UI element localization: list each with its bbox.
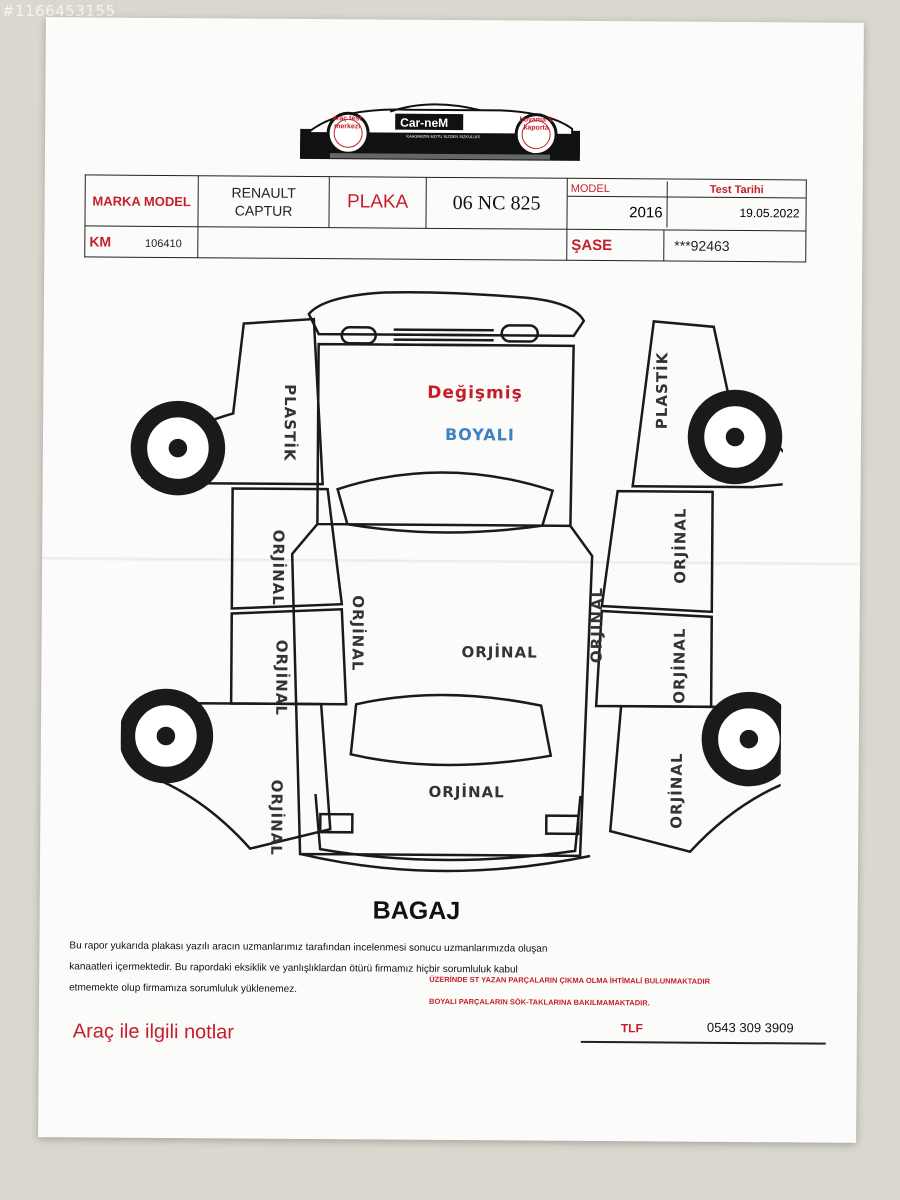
sase-cell: ŞASE ***92463 <box>566 229 806 262</box>
model-value-line2: CAPTUR <box>234 202 293 219</box>
front-right-fender-status: PLASTİK <box>652 351 672 430</box>
model-value-line1: RENAULT <box>231 184 296 201</box>
trunk-status: ORJİNAL <box>428 782 505 802</box>
km-label: KM <box>89 233 112 250</box>
rear-right-fender-status: ORJİNAL <box>667 752 686 829</box>
km-value: 106410 <box>144 237 182 251</box>
hood-status-painted: BOYALI <box>444 424 515 445</box>
disclaimer-text: Bu rapor yukarıda plakası yazılı aracın … <box>69 935 629 1002</box>
logo-brand-name: Car-neM <box>400 115 449 130</box>
model-label: MODEL <box>567 180 668 197</box>
sase-label: ŞASE <box>567 229 664 261</box>
phone-number: 0543 309 3909 <box>706 1019 794 1036</box>
sase-value: ***92463 <box>674 237 730 254</box>
km-blank-cell <box>197 226 567 261</box>
model-value-cell: RENAULT CAPTUR <box>197 175 330 228</box>
car-outline-icon <box>118 290 805 873</box>
model-date-grid: MODEL Test Tarihi 2016 19.05.2022 <box>567 180 806 229</box>
photo-id-watermark: #1166453155 <box>2 2 116 20</box>
sase-grid: ŞASE ***92463 <box>567 229 805 262</box>
model-date-cell: MODEL Test Tarihi 2016 19.05.2022 <box>566 178 807 231</box>
phone-underline <box>580 1040 826 1045</box>
hood-status-changed: Değişmiş <box>427 382 523 404</box>
front-left-door-status: ORJİNAL <box>268 529 288 606</box>
roof-status: ORJİNAL <box>461 643 538 662</box>
rear-left-door-status: ORJİNAL <box>272 639 291 716</box>
trunk-label: BAGAJ <box>372 896 461 926</box>
front-right-wheel-icon <box>687 389 783 485</box>
test-date-value: 19.05.2022 <box>739 206 800 221</box>
plaka-value: 06 NC 825 <box>425 177 568 230</box>
warning-line-2: BOYALI PARÇALARIN SÖK-TAKLARINA BAKILMAM… <box>429 996 650 1008</box>
expertise-report-sheet: araç test merkezi Car-neM boyama & kapor… <box>38 17 864 1143</box>
rear-right-wheel-icon <box>701 691 797 787</box>
test-date-label: Test Tarihi <box>667 181 806 198</box>
rear-left-fender-status: ORJİNAL <box>267 779 286 856</box>
front-right-door-status: ORJİNAL <box>671 507 690 584</box>
km-cell: KM 106410 <box>84 225 198 258</box>
logo-slogan: KAAGIMIZIN MOTU SIZDEN SIZKULUIS <box>406 133 480 140</box>
front-left-wheel-icon <box>130 400 226 496</box>
left-pillar-status: ORJİNAL <box>348 595 367 672</box>
plaka-label: PLAKA <box>328 176 427 229</box>
year-value: 2016 <box>567 196 668 228</box>
company-logo: araç test merkezi Car-neM boyama & kapor… <box>299 99 581 163</box>
vehicle-info-table: MARKA MODEL RENAULT CAPTUR PLAKA 06 NC 8… <box>84 174 807 262</box>
car-damage-diagram: Değişmiş BOYALI PLASTİK PLASTİK ORJİNAL … <box>118 273 805 893</box>
vehicle-notes-title: Araç ile ilgili notlar <box>72 1020 235 1044</box>
logo-car-icon <box>299 103 581 161</box>
rear-left-wheel-icon <box>118 688 214 784</box>
front-left-fender-status: PLASTİK <box>280 384 300 462</box>
logo-badge-left: araç test merkezi <box>332 115 362 131</box>
rear-right-door-status: ORJİNAL <box>670 627 689 704</box>
right-pillar-status: ORJİNAL <box>587 586 607 664</box>
phone-label: TLF <box>620 1021 643 1036</box>
logo-badge-right: boyama & kaporta <box>519 116 553 132</box>
marka-model-label: MARKA MODEL <box>84 174 199 227</box>
